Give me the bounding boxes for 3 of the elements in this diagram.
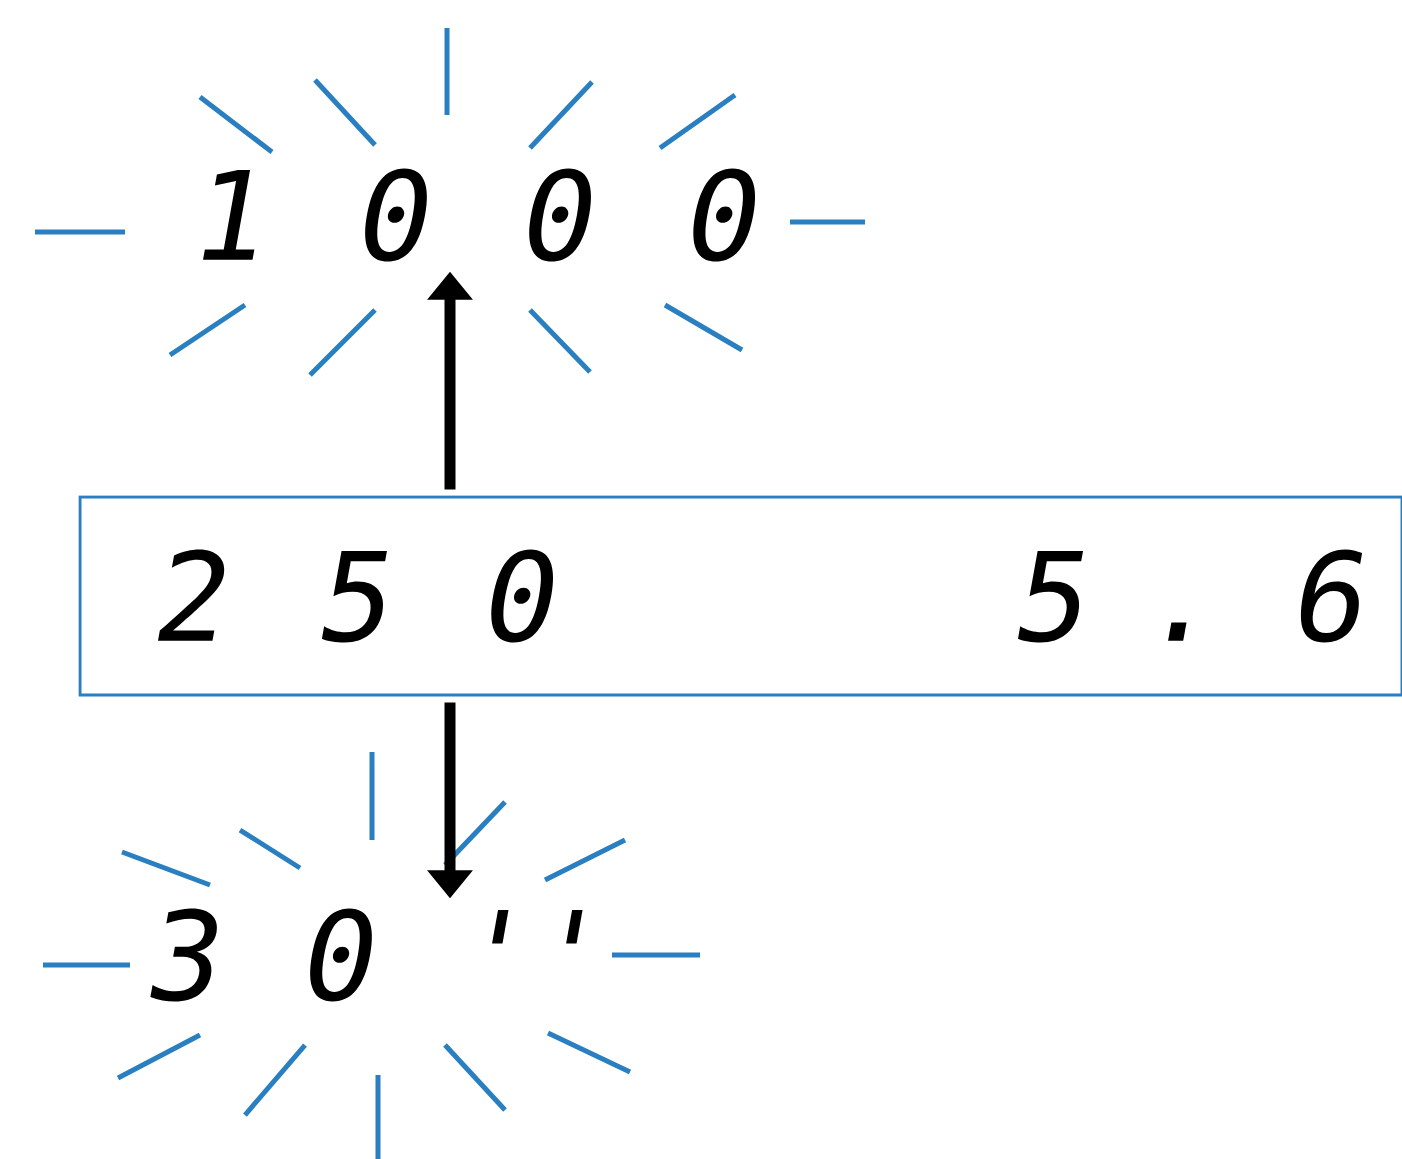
display-digits: 3 0 '' [150,908,583,1002]
lcd-display: 2 5 0 5 . 6 [78,495,1402,697]
display-digits: 1 0 0 0 [203,168,756,262]
